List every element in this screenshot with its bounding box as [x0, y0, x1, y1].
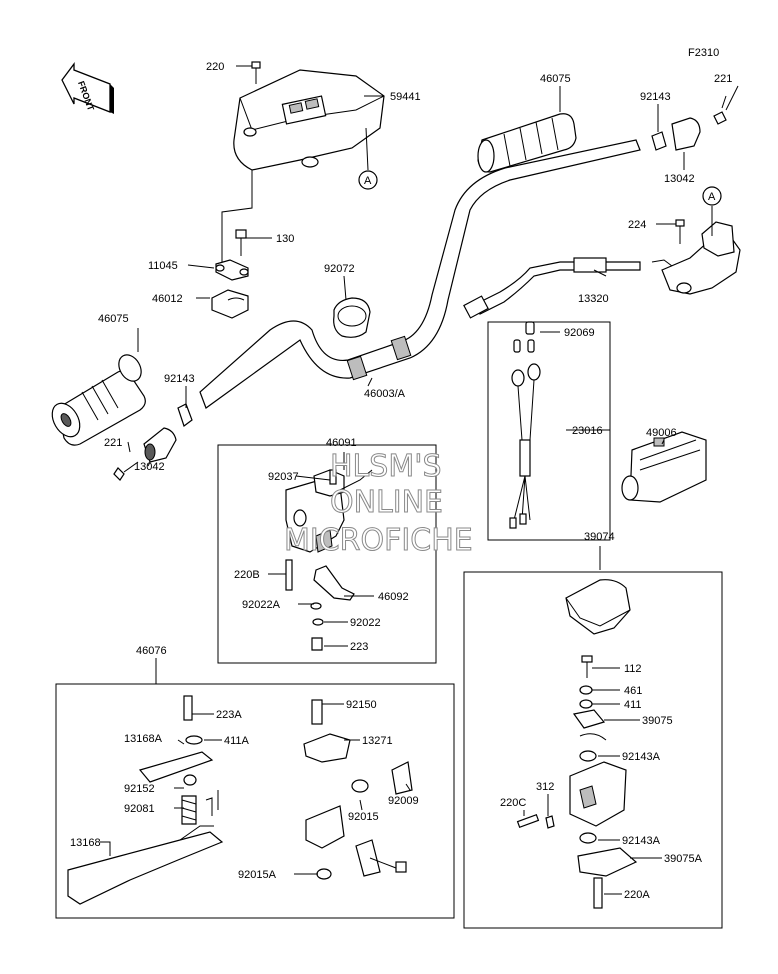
label-13271: 13271: [362, 735, 393, 747]
label-92072: 92072: [324, 263, 355, 275]
spacer-92143-left: [177, 403, 193, 427]
label-221-left: 221: [104, 437, 122, 449]
label-220-top: 220: [206, 61, 224, 73]
label-112: 112: [624, 663, 642, 675]
label-46092: 46092: [378, 591, 409, 603]
label-46003a: 46003/A: [364, 388, 406, 400]
label-39074: 39074: [584, 531, 615, 543]
label-46012: 46012: [152, 293, 183, 305]
label-220a: 220A: [624, 889, 650, 901]
ref-circle-a-switch: [702, 186, 722, 206]
label-461: 461: [624, 685, 642, 697]
handlebar-46003A: [199, 139, 641, 409]
label-92069: 92069: [564, 327, 595, 339]
label-a-cover: A: [364, 175, 372, 187]
label-92143a-1: 92143A: [622, 751, 661, 763]
label-92015a: 92015A: [238, 869, 277, 881]
label-92143-right: 92143: [640, 91, 671, 103]
screw-220-top: [251, 61, 261, 84]
throttle-case-39074: [516, 579, 638, 909]
label-312: 312: [536, 781, 554, 793]
bolt-221-left: [113, 461, 139, 481]
label-13168a: 13168A: [124, 733, 163, 745]
switch-harness-23016: [487, 321, 611, 541]
throttle-cable-13320: [463, 257, 641, 319]
label-411a: 411A: [224, 735, 250, 747]
holder-46012: [211, 229, 249, 319]
cover-49006: [621, 431, 707, 503]
label-39075a: 39075A: [664, 853, 703, 865]
bar-end-13042-left: [143, 427, 177, 463]
lever-46076: [67, 695, 224, 905]
label-130: 130: [276, 233, 294, 245]
right-grip-46075: [477, 113, 577, 173]
handlebar-cover-59441: [233, 69, 385, 171]
label-13320: 13320: [578, 293, 609, 305]
label-92022: 92022: [350, 617, 381, 629]
label-a-switch: A: [708, 191, 716, 203]
label-11045: 11045: [148, 260, 178, 272]
label-59441: 59441: [390, 91, 421, 103]
bar-end-13042-right: [671, 117, 701, 151]
label-220c: 220C: [500, 797, 526, 809]
label-223a: 223A: [216, 709, 242, 721]
label-49006: 49006: [646, 427, 677, 439]
label-92152: 92152: [124, 783, 155, 795]
label-411: 411: [624, 699, 642, 711]
watermark-line-2: ONLINE: [330, 485, 443, 520]
switch-46091: [285, 469, 373, 651]
label-46075-left: 46075: [98, 313, 129, 325]
left-grip-46075: [51, 354, 146, 446]
lever-bracket-13271: [303, 699, 413, 880]
label-92009: 92009: [388, 795, 419, 807]
part-labels: 220 59441 A 46075 92143 221 13042 A 224 …: [70, 61, 732, 901]
box-46076: [55, 683, 455, 919]
label-23016: 23016: [572, 425, 603, 437]
label-224: 224: [628, 219, 646, 231]
ref-circle-a-cover: [358, 170, 378, 190]
watermark-line-1: HLSM'S: [330, 449, 442, 484]
label-92015: 92015: [348, 811, 379, 823]
label-92022a: 92022A: [242, 599, 281, 611]
watermark-line-3: MICROFICHE: [284, 523, 473, 558]
label-13168: 13168: [70, 837, 101, 849]
label-92143-left: 92143: [164, 373, 195, 385]
watermark: HLSM'S ONLINE MICROFICHE: [284, 449, 474, 559]
label-13042-right: 13042: [664, 173, 695, 185]
box-46091: [217, 444, 437, 664]
label-92143a-2: 92143A: [622, 835, 661, 847]
label-46076: 46076: [136, 645, 167, 657]
label-92081: 92081: [124, 803, 155, 815]
figure-id: F2310: [688, 47, 719, 59]
throttle-housing: [651, 219, 741, 295]
label-46091: 46091: [326, 437, 357, 449]
leader-lines: [100, 65, 739, 895]
bolt-221-right: [713, 95, 727, 125]
label-92037: 92037: [268, 471, 299, 483]
label-13042-left: 13042: [134, 461, 165, 473]
box-39074: [463, 571, 723, 929]
spacer-92143-right: [651, 131, 667, 151]
label-92150: 92150: [346, 699, 377, 711]
label-221-right: 221: [714, 73, 732, 85]
label-223: 223: [350, 641, 368, 653]
front-arrow-icon: FRONT: [61, 62, 114, 114]
clamp-92072: [333, 297, 371, 338]
label-39075: 39075: [642, 715, 673, 727]
label-220b: 220B: [234, 569, 260, 581]
label-46075-right: 46075: [540, 73, 571, 85]
